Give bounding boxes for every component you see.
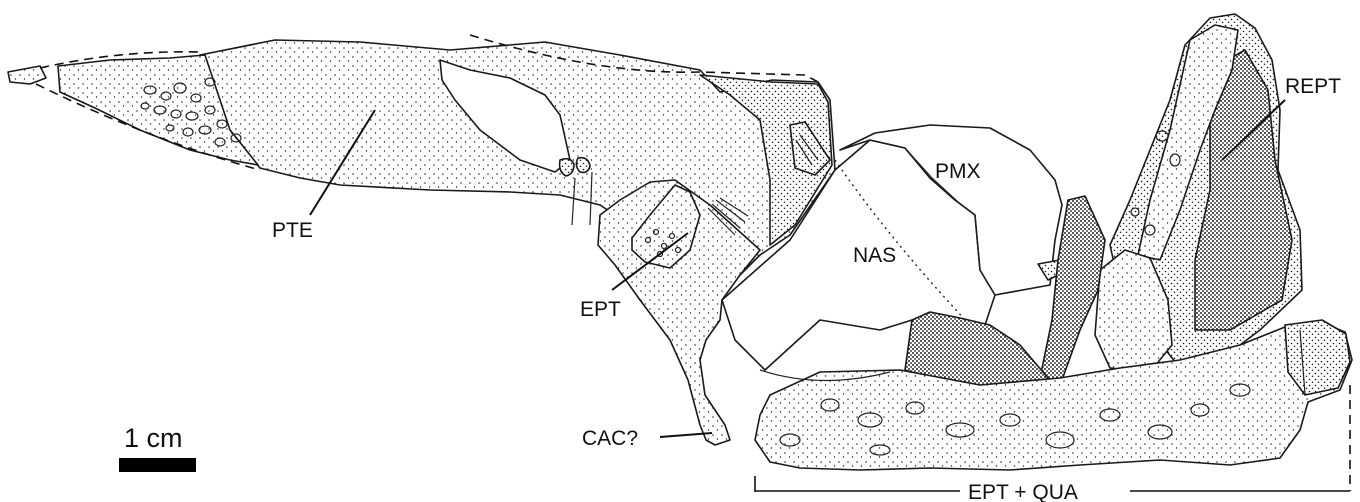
label-nas: NAS <box>853 244 896 267</box>
label-ept: EPT <box>580 298 621 321</box>
label-ept-qua: EPT + QUA <box>968 481 1078 502</box>
scale-bar-rect <box>119 458 196 472</box>
scale-bar: 1 cm <box>119 423 196 472</box>
label-pmx: PMX <box>935 160 981 183</box>
label-cac-group: CAC? <box>582 427 712 450</box>
right-pterygoid-bone <box>1095 14 1302 372</box>
label-rept: REPT <box>1285 75 1341 98</box>
label-cac: CAC? <box>582 427 638 450</box>
label-pte: PTE <box>272 219 313 242</box>
scale-bar-label: 1 cm <box>124 423 183 453</box>
